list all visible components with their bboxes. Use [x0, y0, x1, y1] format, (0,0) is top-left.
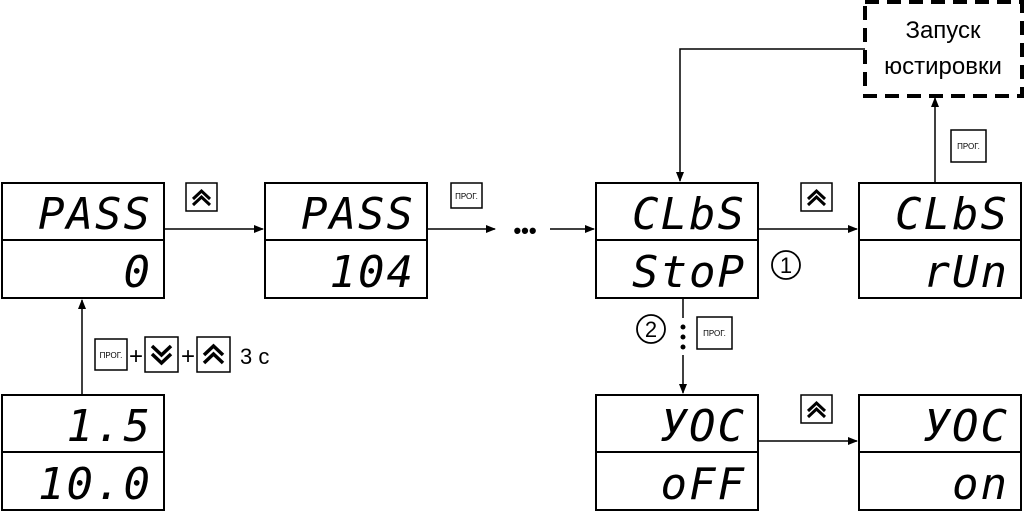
- display-pass-104: PASS 104: [264, 182, 428, 299]
- display-bottom-text: rUn: [924, 247, 1009, 298]
- display-top-text: УОС: [661, 401, 746, 452]
- up-button-2[interactable]: [800, 182, 833, 212]
- up-button-4[interactable]: [196, 336, 231, 373]
- prog-button-label: ПРОГ.: [455, 192, 478, 201]
- display-bottom-text: 0: [124, 247, 153, 298]
- prog-button-label: ПРОГ.: [100, 351, 123, 360]
- display-top-text: PASS: [301, 189, 415, 240]
- display-top-text: CLbS: [632, 189, 746, 240]
- launch-line-1: Запуск: [905, 17, 981, 44]
- display-bottom-text: oFF: [661, 459, 746, 510]
- marker-two-text: 2: [645, 317, 657, 342]
- dotted-connector: [680, 324, 686, 350]
- ellipsis: •••: [513, 218, 536, 243]
- arrow-launch-to-clbs: [676, 48, 865, 182]
- display-yoc-on: УОС on: [858, 394, 1022, 511]
- display-top-text: CLbS: [895, 189, 1009, 240]
- display-pass-0: PASS 0: [1, 182, 165, 299]
- launch-line-2: юстировки: [884, 53, 1002, 80]
- display-bottom-text: 104: [330, 247, 415, 298]
- display-clbs-run: CLbS rUn: [858, 182, 1022, 299]
- up-button-3[interactable]: [800, 394, 833, 424]
- display-bottom-text: 10.0: [38, 459, 152, 510]
- display-top-text: PASS: [38, 189, 152, 240]
- launch-calibration-box: Запуск юстировки: [863, 0, 1024, 98]
- plus-sign-2: +: [181, 343, 195, 370]
- prog-button-label: ПРОГ.: [703, 329, 726, 338]
- display-bottom-text: StoP: [632, 247, 746, 298]
- plus-sign-1: +: [129, 343, 143, 370]
- display-top-text: УОС: [924, 401, 1009, 452]
- prog-button-4[interactable]: ПРОГ.: [94, 338, 128, 371]
- prog-button-1[interactable]: ПРОГ.: [450, 182, 483, 209]
- prog-button-3[interactable]: ПРОГ.: [696, 316, 733, 350]
- marker-two: 2: [636, 314, 666, 344]
- display-clbs-stop: CLbS StoP: [595, 182, 759, 299]
- display-bottom-text: on: [952, 459, 1009, 510]
- display-yoc-off: УОС oFF: [595, 394, 759, 511]
- marker-one: 1: [771, 250, 801, 280]
- display-top-text: 1.5: [67, 401, 152, 452]
- up-button-1[interactable]: [185, 182, 218, 212]
- down-button[interactable]: [144, 336, 179, 373]
- display-values: 1.5 10.0: [1, 394, 165, 511]
- marker-one-text: 1: [780, 253, 792, 278]
- key-combination: ПРОГ. + + 3 с: [94, 336, 269, 373]
- hold-time-label: 3 с: [240, 344, 269, 369]
- prog-button-2[interactable]: ПРОГ.: [950, 129, 987, 163]
- prog-button-label: ПРОГ.: [957, 142, 980, 151]
